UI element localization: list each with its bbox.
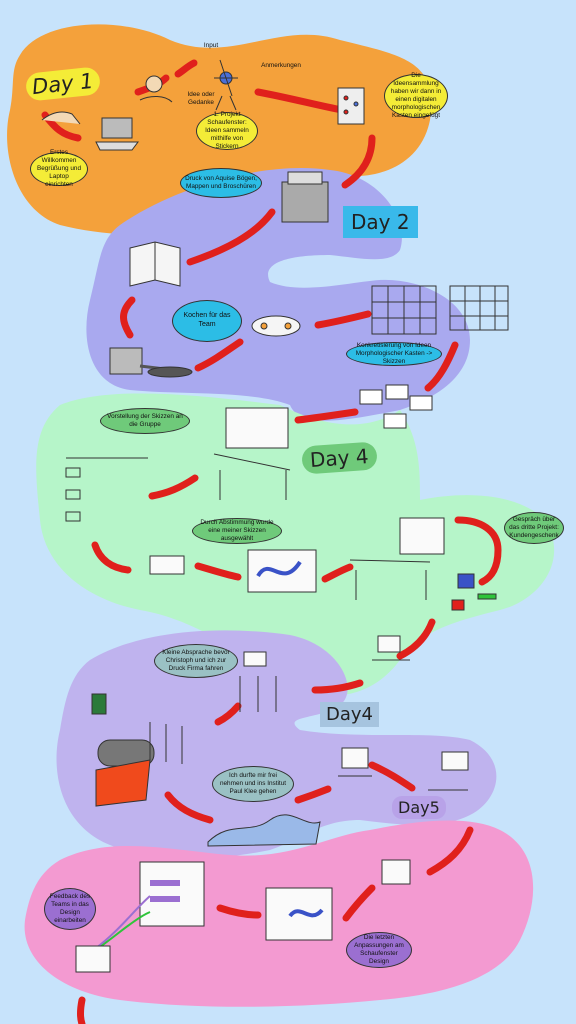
vorstellung-bubble: Vorstellung der Skizzen an die Gruppe xyxy=(100,408,190,434)
anmerkungen-label: Anmerkungen xyxy=(261,62,301,69)
day2-heading: Day 2 xyxy=(343,206,418,238)
project3-bubble: Gespräch über das dritte Projekt: Kunden… xyxy=(504,512,564,544)
connector-26 xyxy=(77,996,86,1024)
desk-sketch xyxy=(372,635,410,661)
connector-19 xyxy=(214,702,242,726)
meeting-sketch xyxy=(349,517,445,600)
laptop-sketch xyxy=(95,117,139,151)
sketches xyxy=(41,59,509,973)
druck-bubble: Druck von Aquise Bögen, Mappen und Brosc… xyxy=(180,168,262,198)
cooking-pot-sketch xyxy=(109,347,193,378)
book-sketch xyxy=(129,241,181,287)
day4-region xyxy=(56,630,497,859)
connector-5 xyxy=(341,134,376,189)
willkommen-bubble: Erstes Willkommen Begrüßung und Laptop e… xyxy=(30,149,88,188)
connector-6 xyxy=(186,208,276,266)
connector-4 xyxy=(254,88,346,114)
connector-strokes xyxy=(41,59,502,1024)
sketch-small xyxy=(149,555,185,575)
absprache-bubble: Kleine Absprache bevor Christoph und ich… xyxy=(154,644,238,678)
sketch-papers xyxy=(359,384,433,429)
selected-sketch xyxy=(247,549,317,593)
connector-7 xyxy=(120,296,136,339)
day3-heading: Day 4 xyxy=(301,441,378,475)
day4-heading: Day4 xyxy=(320,702,379,727)
idea-label: Idee oder Gedanke xyxy=(187,91,215,106)
discussion-group-sketch xyxy=(239,651,277,712)
connector-18 xyxy=(311,679,364,694)
connector-3 xyxy=(174,59,198,78)
computer-sketch xyxy=(338,747,372,777)
connector-22 xyxy=(368,761,416,792)
handshake-sketch xyxy=(41,111,81,125)
gift-sketch xyxy=(451,573,497,611)
connector-20 xyxy=(164,791,214,824)
morph-box-sketch xyxy=(337,87,365,125)
connector-21 xyxy=(294,785,332,804)
kochen-bubble: Kochen für das Team xyxy=(172,300,242,342)
connector-13 xyxy=(91,541,132,574)
konkretisierung-bubble: Konkretisierung von Ideen Morphologische… xyxy=(346,342,442,366)
day5-heading: Day5 xyxy=(392,796,446,819)
connector-9 xyxy=(314,310,372,329)
connector-23 xyxy=(426,826,474,876)
connector-16 xyxy=(454,516,502,586)
morph-grid-sketch-1 xyxy=(371,285,437,335)
team-table-sketch xyxy=(251,315,301,337)
feedback-bubble: Feedback des Teams in das Design einarbe… xyxy=(44,888,96,930)
people-sketch xyxy=(149,722,183,764)
connector-15 xyxy=(321,563,354,583)
connector-11 xyxy=(294,408,359,424)
idea-person-sketch xyxy=(214,59,238,111)
connector-14 xyxy=(194,562,242,581)
feedback-sketch xyxy=(75,861,205,973)
connector-25 xyxy=(216,904,262,919)
connector-17 xyxy=(396,618,436,660)
abstimmung-bubble: Durch Abstimmung wurde eine meiner Skizz… xyxy=(192,518,282,544)
final-design-sketch xyxy=(265,887,333,941)
klee-museum-sketch xyxy=(207,814,321,847)
connector-24 xyxy=(342,884,376,922)
connector-10 xyxy=(424,341,459,392)
discussion-sketch xyxy=(139,75,173,103)
anpassungen-bubble: Die letzten Anpassungen am Schaufenster … xyxy=(346,932,412,968)
day3-region xyxy=(36,393,555,696)
project1-bubble: 1. Projekt Schaufenster: Ideen sammeln m… xyxy=(196,111,258,150)
connector-12 xyxy=(148,474,199,500)
ideensammlung-bubble: Die Ideensammlung haben wir dann in eine… xyxy=(384,72,448,119)
institut-bubble: Ich durfte mir frei nehmen und ins Insti… xyxy=(212,766,294,802)
morph-grid-sketch-2 xyxy=(449,285,509,331)
printer-sketch xyxy=(281,171,329,223)
sticker-board-sketch xyxy=(65,457,148,522)
presentation-sketch xyxy=(213,407,291,500)
office-sketch xyxy=(428,751,469,791)
screen-sketch xyxy=(381,859,411,885)
input-label: Input xyxy=(203,42,219,49)
print-shop-sketch xyxy=(91,693,155,807)
connector-8 xyxy=(194,338,244,372)
